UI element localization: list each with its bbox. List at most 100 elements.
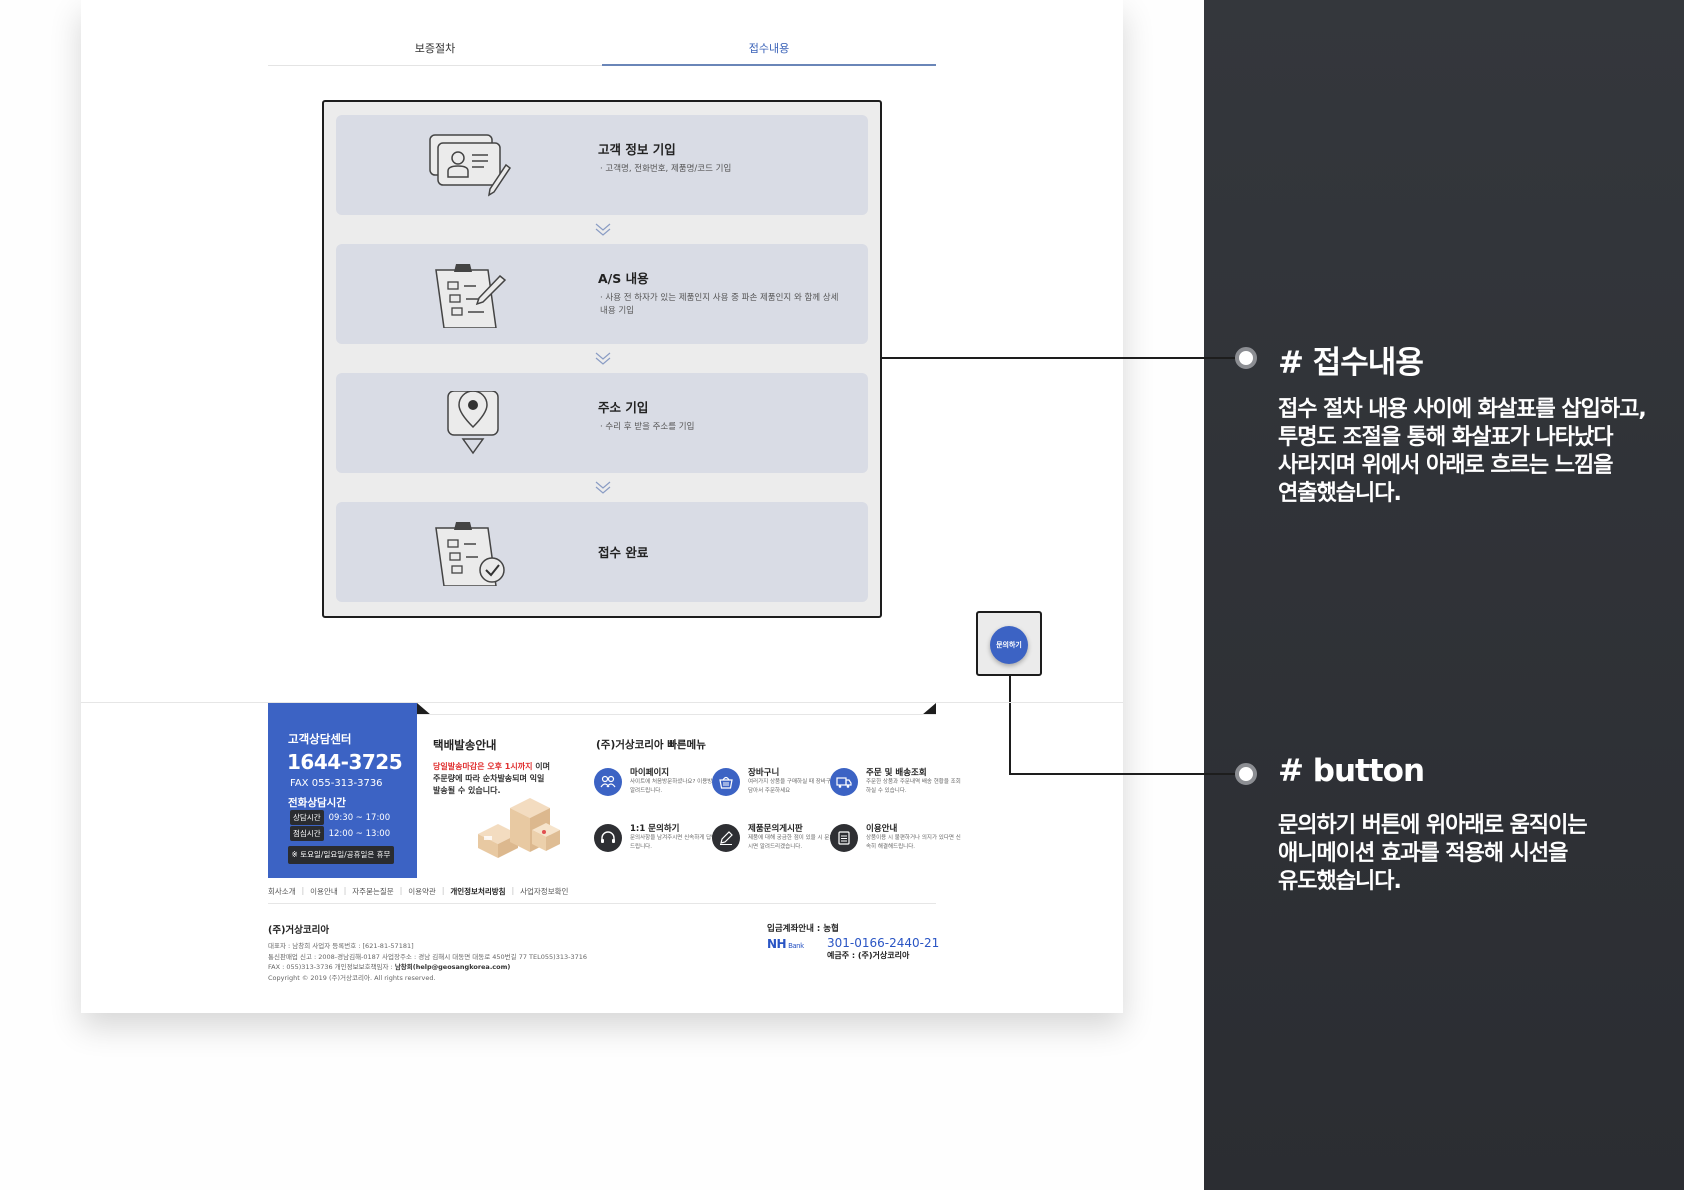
step-customer-info: 고객 정보 기입 · 고객명, 전화번호, 제품명/코드 기입	[336, 115, 868, 215]
bank-label: 입금계좌안내 : 농협	[767, 924, 839, 934]
quick-menu-icon-bg	[830, 768, 858, 796]
connector-line	[1009, 773, 1237, 775]
shipping-text-part: 발송될 수 있습니다.	[433, 786, 501, 795]
inquiry-button[interactable]: 문의하기	[990, 626, 1028, 664]
quick-menu-mypage[interactable]: 마이페이지 사이트에 처음방문하셨나요? 이용방법을 알려드립니다.	[594, 766, 722, 800]
step-address: 주소 기입 · 수리 후 받을 주소를 기입	[336, 373, 868, 473]
annotation-title: # 접수내용	[1278, 345, 1424, 381]
connector-line	[882, 357, 1237, 359]
bank-account: 301-0166-2440-21	[827, 936, 940, 950]
footer-links: 회사소개| 이용안내| 자주묻는질문| 이용약관| 개인정보처리방침| 사업자정…	[268, 886, 568, 897]
holiday-notice: ※ 토요일/일요일/공휴일은 휴무	[288, 846, 394, 864]
footer-link-faq[interactable]: 자주묻는질문	[352, 887, 394, 896]
annotation-body: 문의하기 버튼에 위아래로 움직이는 애니메이션 효과를 적용해 시선을 유도했…	[1278, 812, 1678, 896]
quick-menu-name: 주문 및 배송조회	[866, 768, 927, 778]
shipping-boxes-illustration	[478, 798, 560, 858]
clipboard-check-icon	[435, 522, 505, 586]
corner-notch	[417, 703, 431, 715]
bank-name: NH	[767, 937, 787, 951]
quick-menu-icon-bg	[594, 824, 622, 852]
footer-inner-divider	[417, 714, 936, 715]
quick-menu-icon-bg	[712, 768, 740, 796]
annotation-title: # button	[1278, 753, 1425, 789]
annotation-body: 접수 절차 내용 사이에 화살표를 삽입하고, 투명도 조절을 통해 화살표가 …	[1278, 396, 1678, 508]
quick-menu-product-board[interactable]: 제품문의게시판 제품에 대해 궁금한 점이 있을 시 문의주시면 알려드리겠습니…	[712, 822, 839, 856]
quick-menu-name: 마이페이지	[630, 768, 670, 778]
connector-line	[1009, 676, 1011, 774]
quick-menu-cart[interactable]: 장바구니 여러가지 상품을 구매하실 때 장바구니에 담아서 주문하세요	[712, 766, 841, 800]
company-info: (주)거상코리아 대표자 : 남창희 사업자 등록번호 : [621-81-57…	[268, 922, 587, 983]
quick-menu-name: 제품문의게시판	[748, 824, 803, 834]
separator: |	[399, 886, 403, 895]
annotation-line: 사라지며 위에서 아래로 흐르는 느낌을	[1278, 453, 1613, 478]
shipping-deadline: 당일발송마감은 오후 1시까지	[433, 762, 533, 771]
footer-link-business-info[interactable]: 사업자정보확인	[520, 887, 569, 896]
chevron-double-down-icon	[595, 223, 611, 236]
phone-hours-title: 전화상담시간	[288, 797, 346, 809]
tab-warranty-procedure[interactable]: 보증절차	[414, 42, 456, 55]
quick-menu-title: (주)거상코리아 빠른메뉴	[596, 739, 706, 751]
shipping-text-part: 이며	[532, 762, 550, 771]
step-title: 고객 정보 기입	[598, 142, 676, 157]
quick-menu-name: 이용안내	[866, 824, 898, 834]
hours-label: 점심시간	[290, 826, 324, 841]
footer-link-about[interactable]: 회사소개	[268, 887, 296, 896]
customer-center-box: 고객상담센터 1644-3725 FAX 055-313-3736 전화상담시간…	[268, 703, 417, 878]
chevron-double-down-icon	[595, 352, 611, 365]
annotation-line: 투명도 조절을 통해 화살표가 나타났다	[1278, 425, 1613, 450]
map-pin-icon	[447, 391, 499, 455]
shipping-text-part: 주문량에 따라 순차발송되며 익일	[433, 774, 545, 783]
step-title: 접수 완료	[598, 545, 649, 560]
hours-row: 점심시간 12:00 ~ 13:00	[290, 826, 390, 841]
step-description: · 수리 후 받을 주소를 기입	[600, 422, 695, 432]
annotation-panel	[1204, 0, 1684, 1190]
footer-link-guide[interactable]: 이용안내	[310, 887, 338, 896]
footer-link-terms[interactable]: 이용약관	[408, 887, 436, 896]
quick-menu-guide[interactable]: 이용안내 상품이용 시 불편하거나 의지가 있다면 신속히 해결해드립니다.	[830, 822, 961, 856]
annotation-line: 문의하기 버튼에 위아래로 움직이는	[1278, 813, 1588, 838]
footer-divider	[81, 702, 1123, 703]
quick-menu-name: 장바구니	[748, 768, 780, 778]
quick-menu-icon-bg	[712, 824, 740, 852]
quick-menu-desc: 주문한 상품과 주문내역 배송 현황을 조회하실 수 있습니다.	[866, 779, 961, 794]
tab-bar: 보증절차 접수내용	[268, 36, 936, 66]
separator: |	[343, 886, 347, 895]
company-line: FAX : 055)313-3736 개인정보보호책임자 : 남창희(help@…	[268, 962, 587, 973]
shipping-info: 택배발송안내 당일발송마감은 오후 1시까지 이며 주문량에 따라 순차발송되며…	[433, 737, 573, 797]
company-line-text: FAX : 055)313-3736 개인정보보호책임자 :	[268, 963, 395, 971]
quick-menu-icon-bg	[594, 768, 622, 796]
company-line: 대표자 : 남창희 사업자 등록번호 : [621-81-57181]	[268, 942, 414, 950]
footer-link-privacy[interactable]: 개인정보처리방침	[450, 887, 506, 896]
headset-icon	[601, 831, 615, 843]
connector-dot	[1235, 763, 1257, 785]
hours-value: 09:30 ~ 17:00	[328, 812, 391, 823]
step-as-content: A/S 내용 · 사용 전 하자가 있는 제품인지 사용 중 파손 제품인지 와…	[336, 244, 868, 344]
step-complete: 접수 완료	[336, 502, 868, 602]
customer-center-title: 고객상담센터	[288, 732, 352, 746]
annotation-line: 접수 절차 내용 사이에 화살표를 삽입하고,	[1278, 397, 1647, 422]
tab-receipt-content[interactable]: 접수내용	[602, 36, 936, 66]
customer-center-fax: FAX 055-313-3736	[290, 778, 383, 789]
footer-links-divider	[268, 903, 936, 904]
quick-menu-inquiry[interactable]: 1:1 문의하기 문의사항을 남겨주시면 신속하게 답변해 드립니다.	[594, 822, 721, 856]
bank-suffix: Bank	[788, 942, 804, 950]
quick-menu-desc: 사이트에 처음방문하셨나요? 이용방법을 알려드립니다.	[630, 779, 723, 794]
hours-value: 12:00 ~ 13:00	[328, 828, 391, 839]
quick-menu-icon-bg	[830, 824, 858, 852]
quick-menu-desc: 제품에 대해 궁금한 점이 있을 시 문의주시면 알려드리겠습니다.	[748, 835, 840, 850]
step-description: · 고객명, 전화번호, 제품명/코드 기입	[600, 164, 732, 174]
step-title: A/S 내용	[598, 271, 649, 286]
quick-menu-order-tracking[interactable]: 주문 및 배송조회 주문한 상품과 주문내역 배송 현황을 조회하실 수 있습니…	[830, 766, 961, 800]
clipboard-pen-icon	[435, 264, 507, 328]
step-title: 주소 기입	[598, 400, 649, 415]
annotation-line: 애니메이션 효과를 적용해 시선을	[1278, 841, 1568, 866]
shipping-title: 택배발송안내	[433, 738, 497, 752]
step-description: · 사용 전 하자가 있는 제품인지 사용 중 파손 제품인지 와 함께 상세 …	[600, 293, 839, 316]
chevron-double-down-icon	[595, 481, 611, 494]
connector-dot	[1235, 347, 1257, 369]
customer-center-phone[interactable]: 1644-3725	[287, 750, 403, 774]
users-icon	[600, 775, 616, 788]
